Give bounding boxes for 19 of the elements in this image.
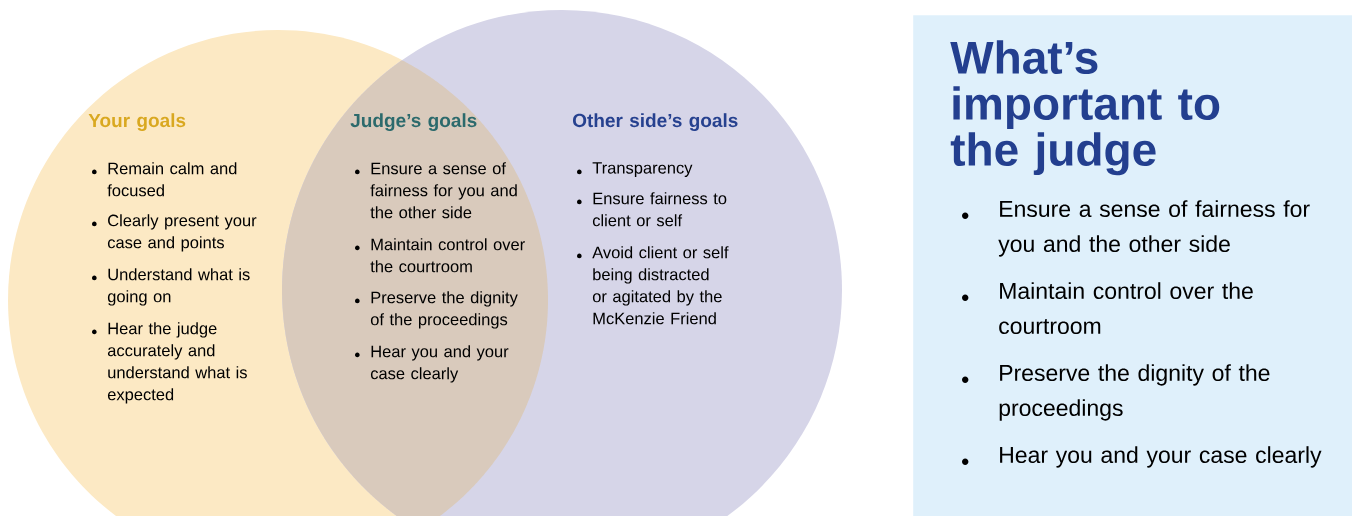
- bullet-item: Hear you and your case clearly: [355, 345, 509, 383]
- bullet-item: Avoid client or self being distracted or agitated by the McKenzie Friend: [577, 246, 729, 325]
- bullet-item: Understand what is going on: [92, 268, 250, 306]
- bullet-item: Clearly present your case and points: [92, 214, 257, 252]
- heading: What’s important to the judge: [950, 40, 1220, 176]
- bullet-item: Ensure fairness to client or self: [577, 192, 727, 227]
- bullet-item: Transparency: [577, 162, 693, 177]
- bullet-item: Hear the judge accurately and understand what is expected: [92, 322, 247, 404]
- bullet-item: Ensure a sense of fairness for you and the other side: [962, 200, 1310, 257]
- bullet-item: Preserve the dignity of the proceedings: [355, 291, 518, 329]
- bullet-item: Preserve the dignity of the proceedings: [962, 364, 1270, 421]
- heading: Other side’s goals: [573, 113, 738, 131]
- heading: Judge’s goals: [350, 113, 477, 131]
- bullet-item: Ensure a sense of fairness for you and the other side: [355, 162, 517, 219]
- heading: Your goals: [88, 113, 186, 131]
- bullet-item: Maintain control over the courtroom: [962, 282, 1253, 335]
- bullet-item: Hear you and your case clearly: [962, 446, 1322, 468]
- bullet-item: Maintain control over the courtroom: [355, 238, 525, 273]
- bullet-item: Remain calm and focused: [92, 162, 237, 197]
